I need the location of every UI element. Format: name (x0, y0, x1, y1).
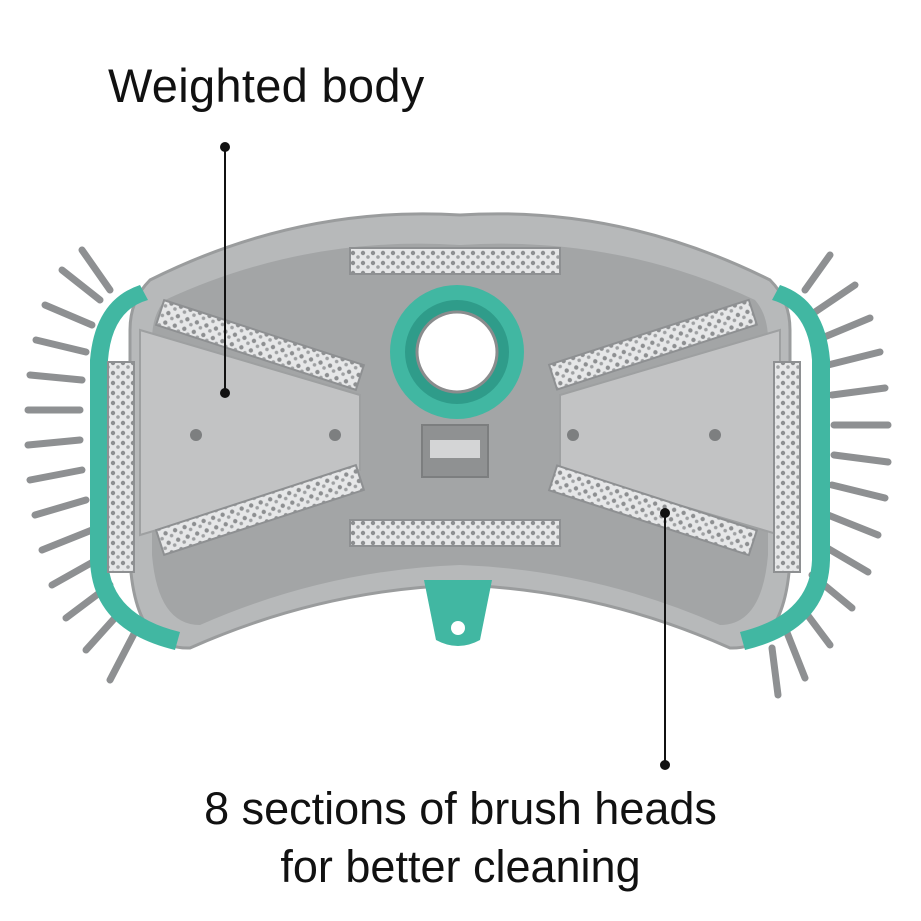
brush-heads (107, 247, 801, 573)
brush-head-lower-right (547, 464, 759, 557)
callout-label-line-1: 8 sections of brush heads (204, 783, 717, 834)
right-side-bumper (740, 285, 830, 650)
screw-holes (190, 429, 721, 441)
center-slot (421, 424, 489, 478)
left-side-bristles (24, 246, 140, 684)
callout-label-weighted-body: Weighted body (108, 59, 425, 112)
brush-head-bottom (349, 519, 561, 547)
brush-head-right-vertical (773, 361, 801, 573)
callout-line-weighted-body (220, 142, 230, 398)
handle-tab (424, 580, 492, 646)
brush-head-upper-left (154, 298, 366, 392)
callout-label-brush-heads: 8 sections of brush heads for better cle… (0, 780, 921, 896)
hose-connector (390, 285, 524, 419)
brush-head-top (349, 247, 561, 275)
callout-label-line-2: for better cleaning (280, 841, 641, 892)
brush-head-left-vertical (107, 361, 135, 573)
callout-line-brush-heads (660, 508, 670, 770)
brush-head-upper-right (547, 298, 759, 391)
brush-head-lower-left (154, 463, 366, 557)
